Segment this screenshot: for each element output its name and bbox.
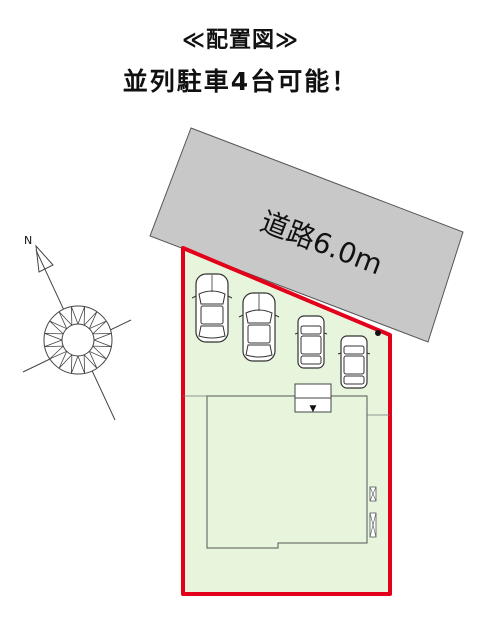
car-2 [238, 292, 280, 362]
compass-spike [58, 351, 73, 369]
compass-spike [83, 311, 98, 329]
compass-spike [70, 306, 79, 326]
compass-spike [70, 354, 79, 374]
compass-spike [49, 345, 67, 360]
compass-spike [44, 339, 64, 348]
side-window-upper-cross-2 [369, 486, 377, 502]
compass-north-label: N [24, 234, 32, 247]
building-footprint [206, 395, 368, 549]
compass-spike [77, 306, 86, 326]
compass-spike [92, 339, 112, 348]
car-4 [337, 335, 371, 389]
diagram-subtitle: 並列駐車4台可能！ [122, 67, 359, 96]
compass-spike [44, 332, 64, 341]
road [149, 127, 464, 343]
lot-boundary [181, 246, 392, 596]
utility-meter-dot [375, 330, 381, 336]
compass-rose [22, 244, 132, 421]
compass-spike [89, 345, 107, 360]
car-3 [294, 315, 328, 369]
entrance-marker: ▼ [310, 404, 317, 414]
compass-spike [92, 332, 112, 341]
car-1 [191, 273, 233, 343]
compass-spike [77, 354, 86, 374]
compass-spike [58, 311, 73, 329]
side-window-lower-cross-2 [369, 512, 377, 538]
diagram-title: ≪配置図≫ [181, 28, 300, 53]
compass-spike [83, 351, 98, 369]
compass-spike [49, 320, 67, 335]
compass-spike [89, 320, 107, 335]
